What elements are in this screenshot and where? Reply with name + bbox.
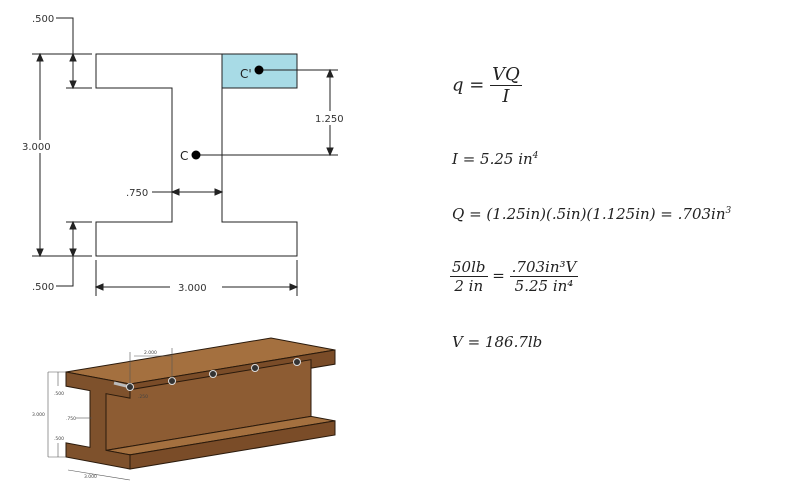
dimension-bottom-flange [56,221,92,287]
inertia-equation: I = 5.25 in4 [452,150,538,168]
label-area-centroid: C' [240,67,252,81]
bolt-hole-icon [293,358,301,366]
first-moment-equation: Q = (1.25in)(.5in)(1.125in) = .703in3 [452,205,731,223]
label-bottom-flange: .500 [32,282,54,293]
centroid-dot [191,150,201,160]
label-width: 3.000 [178,283,207,294]
beam-dimension-label: 2.000 [144,350,157,356]
bolt-hole-icon [168,377,176,385]
beam-dimension-label: .750 [66,416,76,422]
ratio-left-num: 50lb [450,258,488,277]
eq-lhs: q = [452,74,485,96]
bolt-hole-icon [126,383,134,391]
label-distance: 1.250 [315,114,344,125]
beam-dimension-label: 3.000 [32,412,45,418]
label-centroid: C [180,149,188,163]
eq-num: VQ [490,64,522,86]
ratio-left-den: 2 in [454,277,484,295]
dimension-top-flange [56,17,92,89]
wooden-beam-3d: 2.000 .500 3.000 .750 .500 3.000 .250 [32,337,336,481]
first-moment-text: Q = (1.25in)(.5in)(1.125in) = .703in [452,205,726,223]
eq-den: I [502,86,510,107]
first-moment-exp: 3 [725,206,732,216]
label-top-flange: .500 [32,14,54,25]
ratio-right-den: 5.25 in⁴ [514,277,574,295]
result-equation: V = 186.7lb [452,333,543,351]
bolt-hole-icon [251,364,259,372]
beam-dimension-label: 3.000 [84,474,97,480]
label-web: .750 [126,188,148,199]
inertia-text: I = 5.25 in [452,150,533,168]
area-centroid-dot [254,65,264,75]
dimension-width [95,260,298,296]
dimension-height [32,53,92,257]
ratio-equals: = [492,266,505,285]
beam-dimension-label: .500 [54,391,64,397]
label-height: 3.000 [22,142,51,153]
dimension-line [67,469,131,481]
bolt-hole-icon [209,370,217,378]
beam-dimension-label: .500 [54,436,64,442]
beam-front-face [65,371,131,470]
ratio-right-num: .703in³V [509,258,579,277]
inertia-exp: 4 [532,151,539,161]
beam-dimension-label: .250 [138,394,148,400]
i-beam-outline [95,53,298,257]
